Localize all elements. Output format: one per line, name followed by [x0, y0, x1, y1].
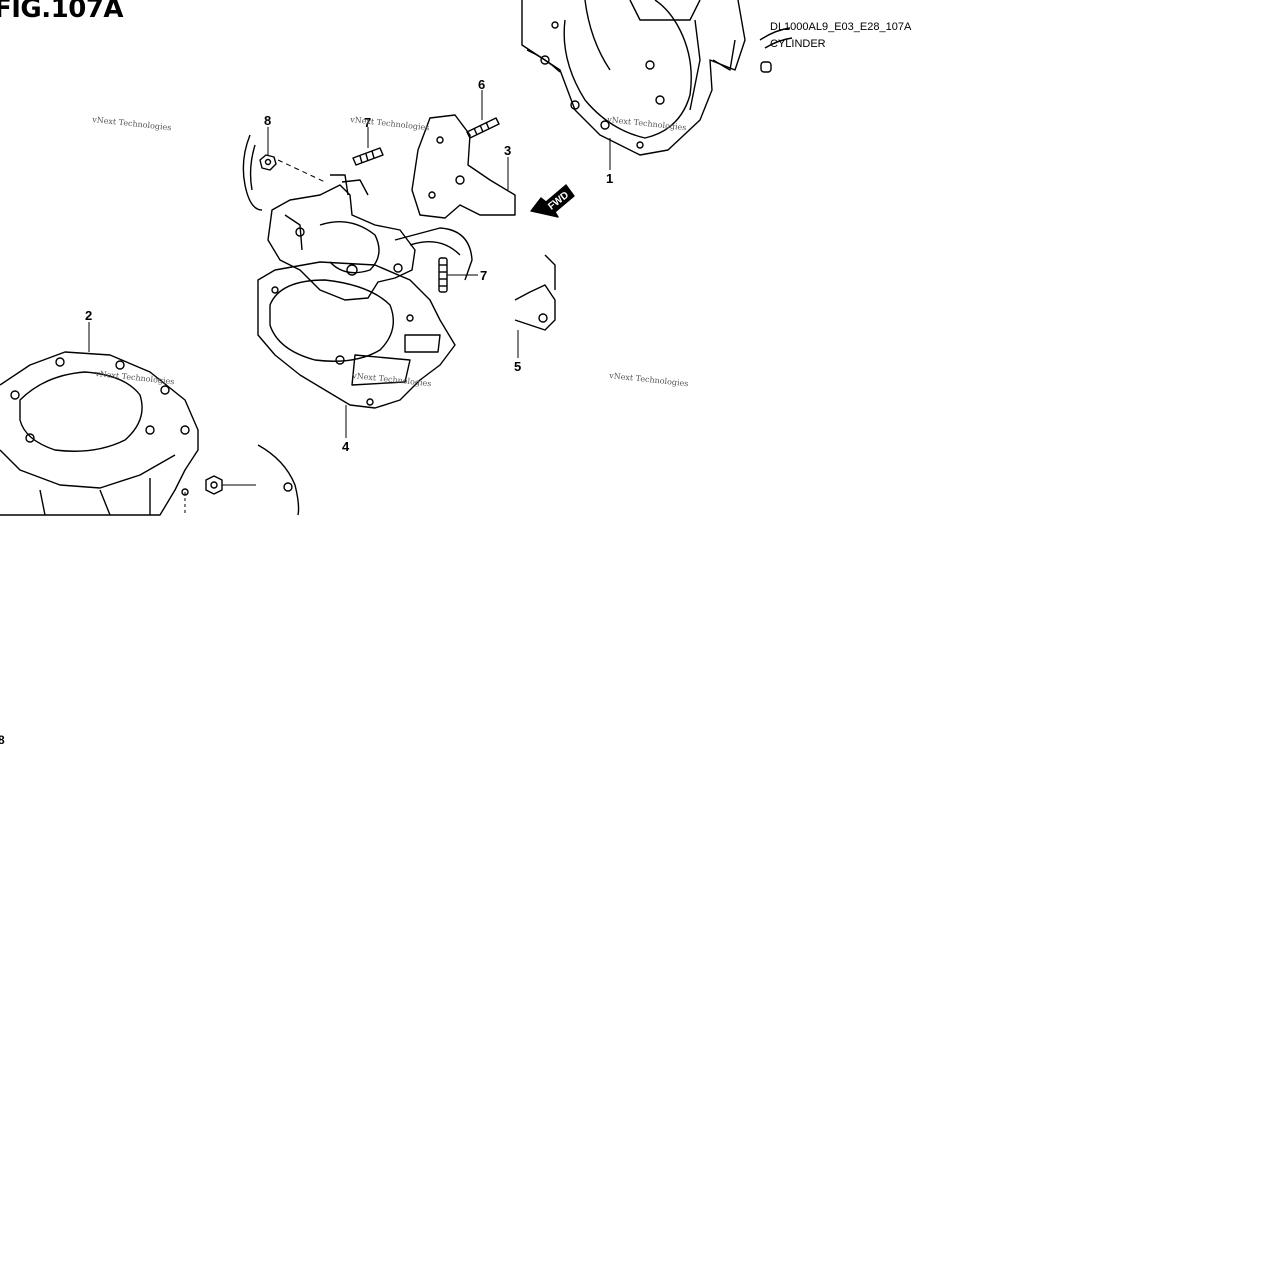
- callout-4: 4: [342, 439, 350, 454]
- watermark-4: vNext Technologies: [94, 369, 175, 386]
- section-label: CYLINDER: [770, 38, 826, 50]
- head-assembly: [267, 174, 473, 301]
- figure-title: FIG.107A: [0, 0, 124, 24]
- watermarks: vNext Technologies vNext Technologies vN…: [91, 115, 689, 388]
- gasket-arc-lower: [257, 444, 300, 516]
- stud-bolt-part-6: [466, 117, 500, 139]
- cylinder-gasket-part-3: [411, 114, 516, 219]
- stud-bolt-part-7-lower: [438, 257, 448, 293]
- nut-part-8-lower: [205, 475, 223, 495]
- figure-code-label: DL1000AL9_E03_E28_107A: [770, 21, 912, 33]
- watermark-5: vNext Technologies: [351, 371, 432, 388]
- callout-1: 1: [606, 171, 613, 186]
- cylinder-head-gasket-part-4: [257, 261, 456, 409]
- callout-8: 8: [264, 113, 271, 128]
- callout-2: 2: [85, 308, 92, 323]
- stray-callout-mark: 8: [0, 733, 5, 747]
- watermark-6: vNext Technologies: [608, 371, 689, 388]
- watermark-2: vNext Technologies: [349, 115, 430, 132]
- callout-7-upper: 7: [364, 115, 371, 130]
- watermark-3: vNext Technologies: [606, 115, 687, 132]
- leader-lines: [88, 90, 611, 515]
- callout-3: 3: [504, 143, 511, 158]
- cylinder-rear-part-1: [521, 0, 793, 156]
- forward-direction-arrow: [530, 184, 575, 218]
- callout-7-lower: 7: [480, 268, 487, 283]
- callout-6: 6: [478, 77, 485, 92]
- bore-outline-left: [242, 134, 263, 211]
- base-gasket-part-5: [514, 254, 556, 331]
- watermark-1: vNext Technologies: [91, 115, 172, 132]
- cylinder-front-part-2: [0, 351, 199, 516]
- nut-part-8: [259, 154, 277, 171]
- stud-bolt-part-7-upper: [352, 147, 384, 166]
- callout-5: 5: [514, 359, 521, 374]
